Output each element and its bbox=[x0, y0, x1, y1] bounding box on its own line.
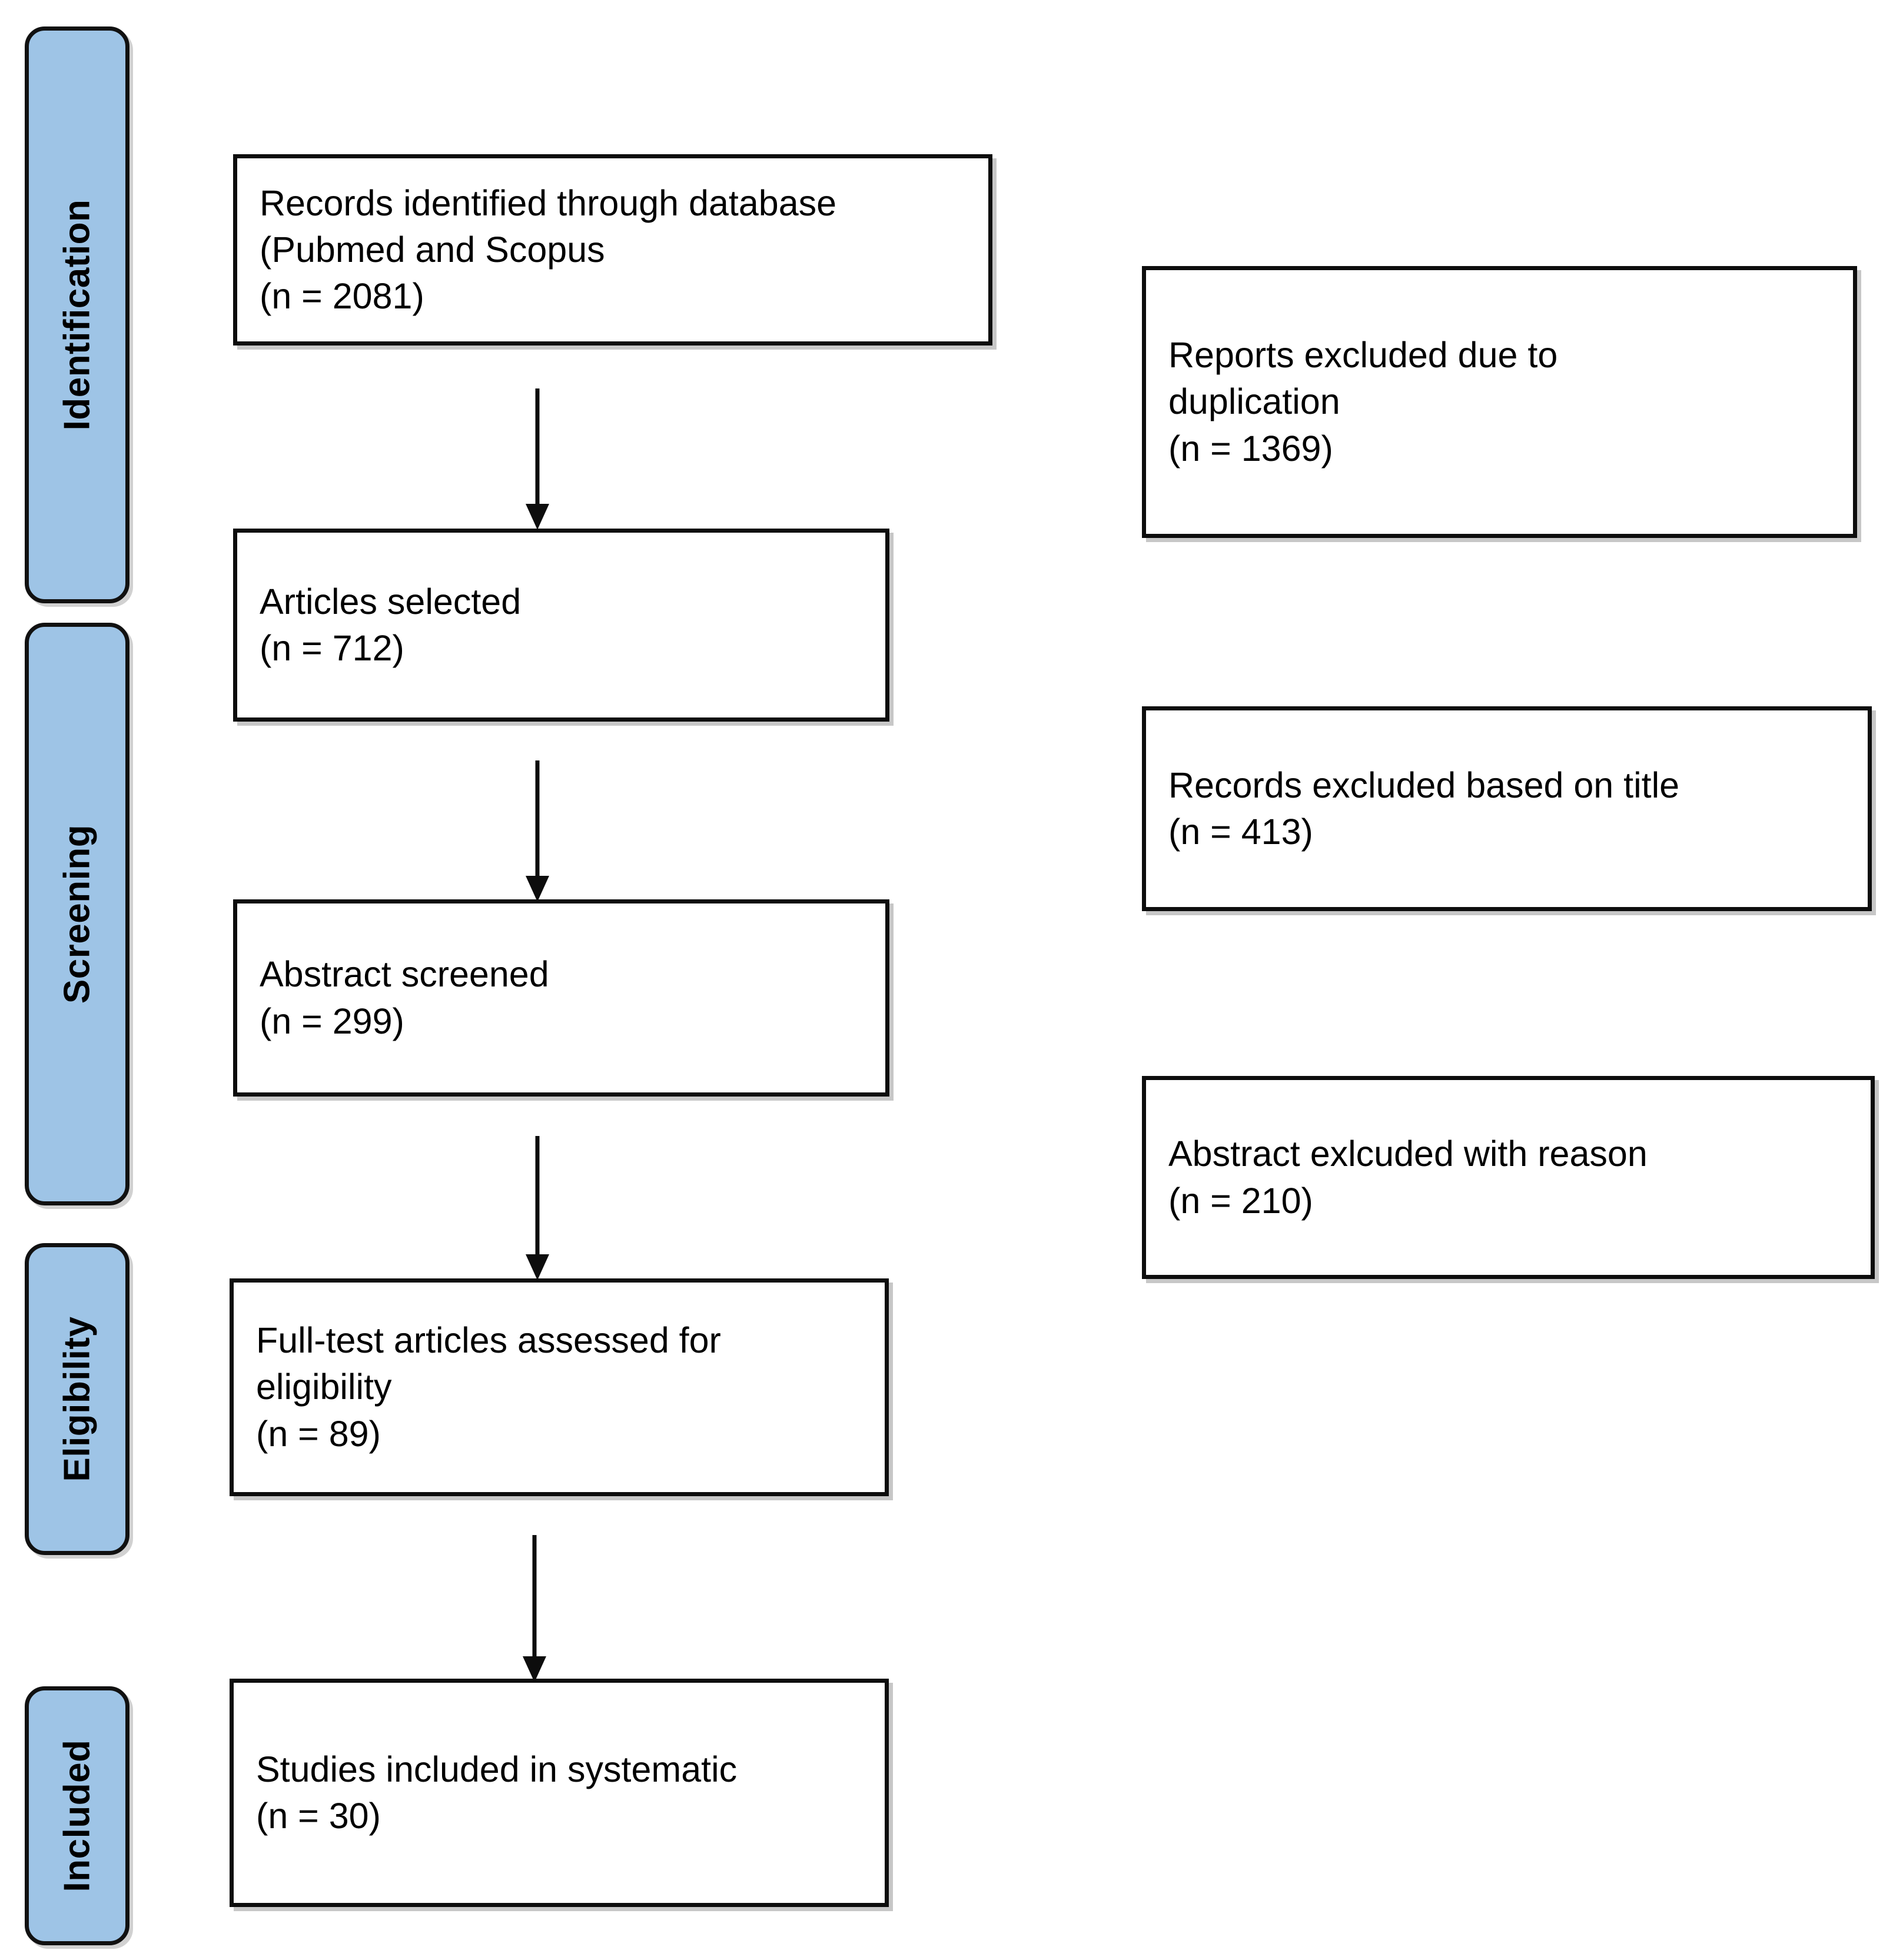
arrow-head-icon bbox=[526, 876, 549, 902]
flow-box-records-identified-text: Records identified through database (Pub… bbox=[260, 182, 837, 317]
stage-pill-identification[interactable]: Identification bbox=[25, 26, 129, 603]
flow-box-articles-selected[interactable]: Articles selected (n = 712) bbox=[233, 529, 889, 722]
stage-pill-eligibility[interactable]: Eligibility bbox=[25, 1243, 129, 1555]
arrow-head-icon bbox=[526, 1254, 549, 1280]
stage-label-screening: Screening bbox=[57, 824, 98, 1004]
flow-box-abstract-screened-text: Abstract screened (n = 299) bbox=[260, 954, 549, 1041]
stage-pill-screening[interactable]: Screening bbox=[25, 623, 129, 1205]
exclusion-box-duplication-text: Reports excluded due to duplication (n =… bbox=[1168, 335, 1558, 469]
flow-box-abstract-screened[interactable]: Abstract screened (n = 299) bbox=[233, 899, 889, 1097]
flow-box-full-text-assessed[interactable]: Full-test articles assessed for eligibil… bbox=[230, 1278, 889, 1496]
flow-box-studies-included[interactable]: Studies included in systematic (n = 30) bbox=[230, 1679, 889, 1907]
arrow-head-icon bbox=[523, 1656, 546, 1682]
arrow-shaft bbox=[532, 1535, 537, 1656]
flow-box-articles-selected-text: Articles selected (n = 712) bbox=[260, 581, 522, 668]
flow-box-studies-included-text: Studies included in systematic (n = 30) bbox=[256, 1749, 738, 1836]
stage-pill-included[interactable]: Included bbox=[25, 1686, 129, 1945]
exclusion-box-abstract-text: Abstract exlcuded with reason (n = 210) bbox=[1168, 1134, 1648, 1221]
arrow-head-icon bbox=[526, 504, 549, 530]
stage-label-included: Included bbox=[57, 1739, 98, 1892]
arrow-shaft bbox=[535, 388, 540, 504]
exclusion-box-abstract[interactable]: Abstract exlcuded with reason (n = 210) bbox=[1142, 1076, 1875, 1279]
flow-box-records-identified[interactable]: Records identified through database (Pub… bbox=[233, 154, 992, 346]
exclusion-box-title-text: Records excluded based on title (n = 413… bbox=[1168, 765, 1680, 852]
stage-label-eligibility: Eligibility bbox=[57, 1316, 98, 1482]
exclusion-box-title[interactable]: Records excluded based on title (n = 413… bbox=[1142, 706, 1872, 911]
arrow-shaft bbox=[535, 760, 540, 876]
flow-box-full-text-assessed-text: Full-test articles assessed for eligibil… bbox=[256, 1320, 721, 1454]
arrow-shaft bbox=[535, 1136, 540, 1254]
exclusion-box-duplication[interactable]: Reports excluded due to duplication (n =… bbox=[1142, 266, 1857, 538]
stage-label-identification: Identification bbox=[57, 199, 98, 431]
